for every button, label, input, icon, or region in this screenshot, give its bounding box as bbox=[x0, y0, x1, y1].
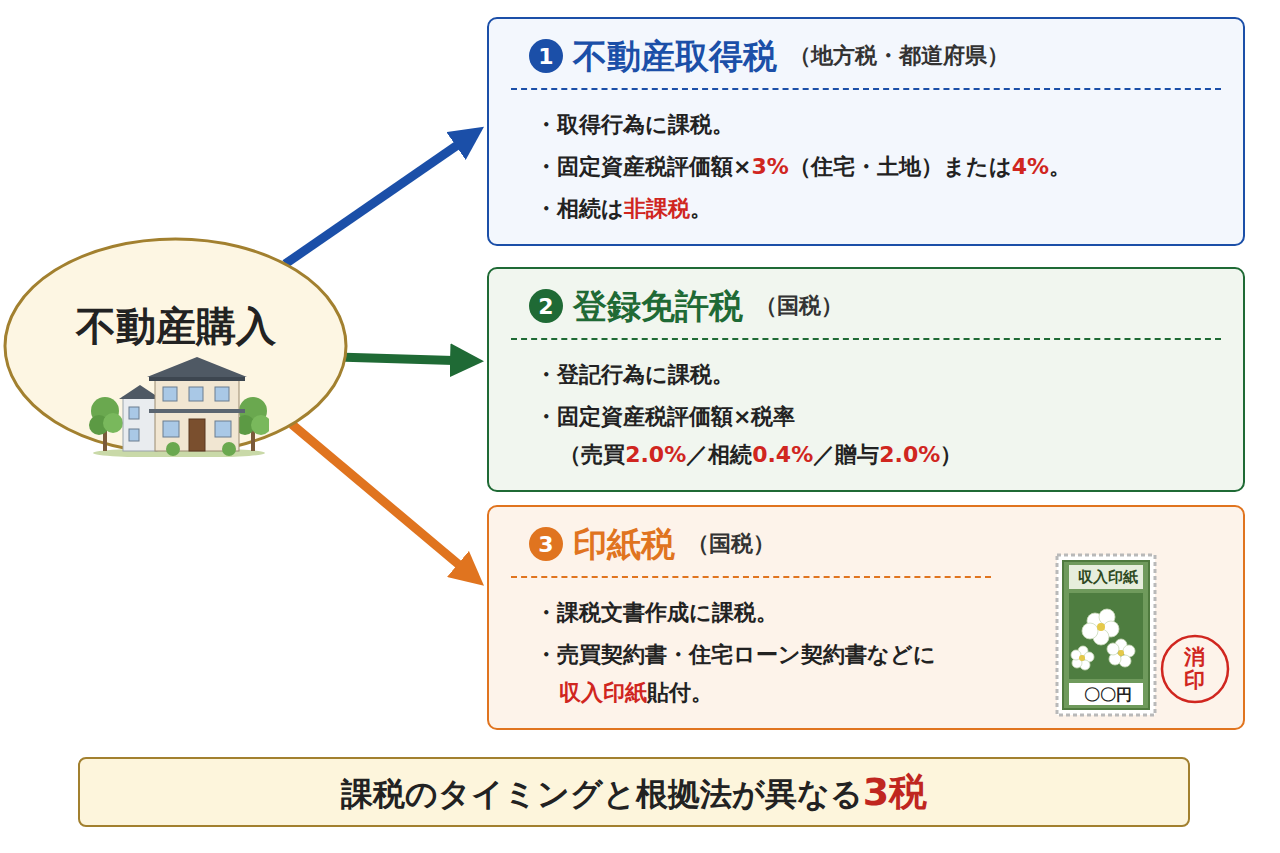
stamp-value: 〇〇円 bbox=[1073, 685, 1143, 706]
step-number: 3 bbox=[529, 527, 563, 561]
step-number: 2 bbox=[529, 289, 563, 323]
bullet-text: ・固定資産税評価額×税率 bbox=[535, 396, 1221, 438]
stamp-title: 収入印紙 bbox=[1073, 568, 1143, 587]
arrow-connector bbox=[292, 424, 467, 571]
summary-text: 課税のタイミングと根拠法が異なる3税 bbox=[341, 767, 927, 818]
bullet-text: ・登記行為に課税。 bbox=[535, 354, 1221, 396]
tax-name: 登録免許税 bbox=[573, 285, 743, 328]
bullet-continuation: （売買2.0%／相続0.4%／贈与2.0%） bbox=[535, 434, 1221, 476]
bullet-text: ・課税文書作成に課税。 bbox=[535, 592, 1011, 634]
arrow-connector bbox=[345, 357, 462, 360]
bullet-text: ・固定資産税評価額×3%（住宅・土地）または4%。 bbox=[535, 146, 1221, 188]
start-ellipse: 不動産購入 bbox=[3, 237, 348, 455]
tax-box: 2 登録免許税 （国税） ・登記行為に課税。・固定資産税評価額×税率（売買2.0%／相… bbox=[487, 267, 1245, 492]
summary-band: 課税のタイミングと根拠法が異なる3税 bbox=[78, 757, 1190, 827]
tax-box: 3印紙税（国税）・課税文書作成に課税。・売買契約書・住宅ローン契約書などに収入印… bbox=[487, 505, 1245, 730]
node-label: 不動産購入 bbox=[3, 237, 348, 354]
bullet-text: ・売買契約書・住宅ローン契約書などに bbox=[535, 634, 1011, 676]
bullet-continuation: 収入印紙貼付。 bbox=[535, 672, 1011, 714]
bullet-text: ・相続は非課税。 bbox=[535, 188, 1221, 230]
tax-type: （国税） bbox=[687, 529, 775, 559]
arrow-connector bbox=[285, 139, 466, 264]
tax-name: 印紙税 bbox=[573, 523, 675, 566]
tax-name: 不動産取得税 bbox=[573, 35, 777, 78]
revenue-stamp: 収入印紙〇〇円 消印 bbox=[1055, 551, 1237, 721]
tax-type: （地方税・都道府県） bbox=[789, 41, 1009, 71]
bullet-text: ・取得行為に課税。 bbox=[535, 104, 1221, 146]
tax-type: （国税） bbox=[755, 291, 843, 321]
cancel-mark: 消印 bbox=[1184, 646, 1205, 692]
house-illustration bbox=[89, 353, 269, 457]
tax-box: 1 不動産取得税 （地方税・都道府県） ・取得行為に課税。・固定資産税評価額×3%（住… bbox=[487, 17, 1245, 246]
step-number: 1 bbox=[529, 39, 563, 73]
